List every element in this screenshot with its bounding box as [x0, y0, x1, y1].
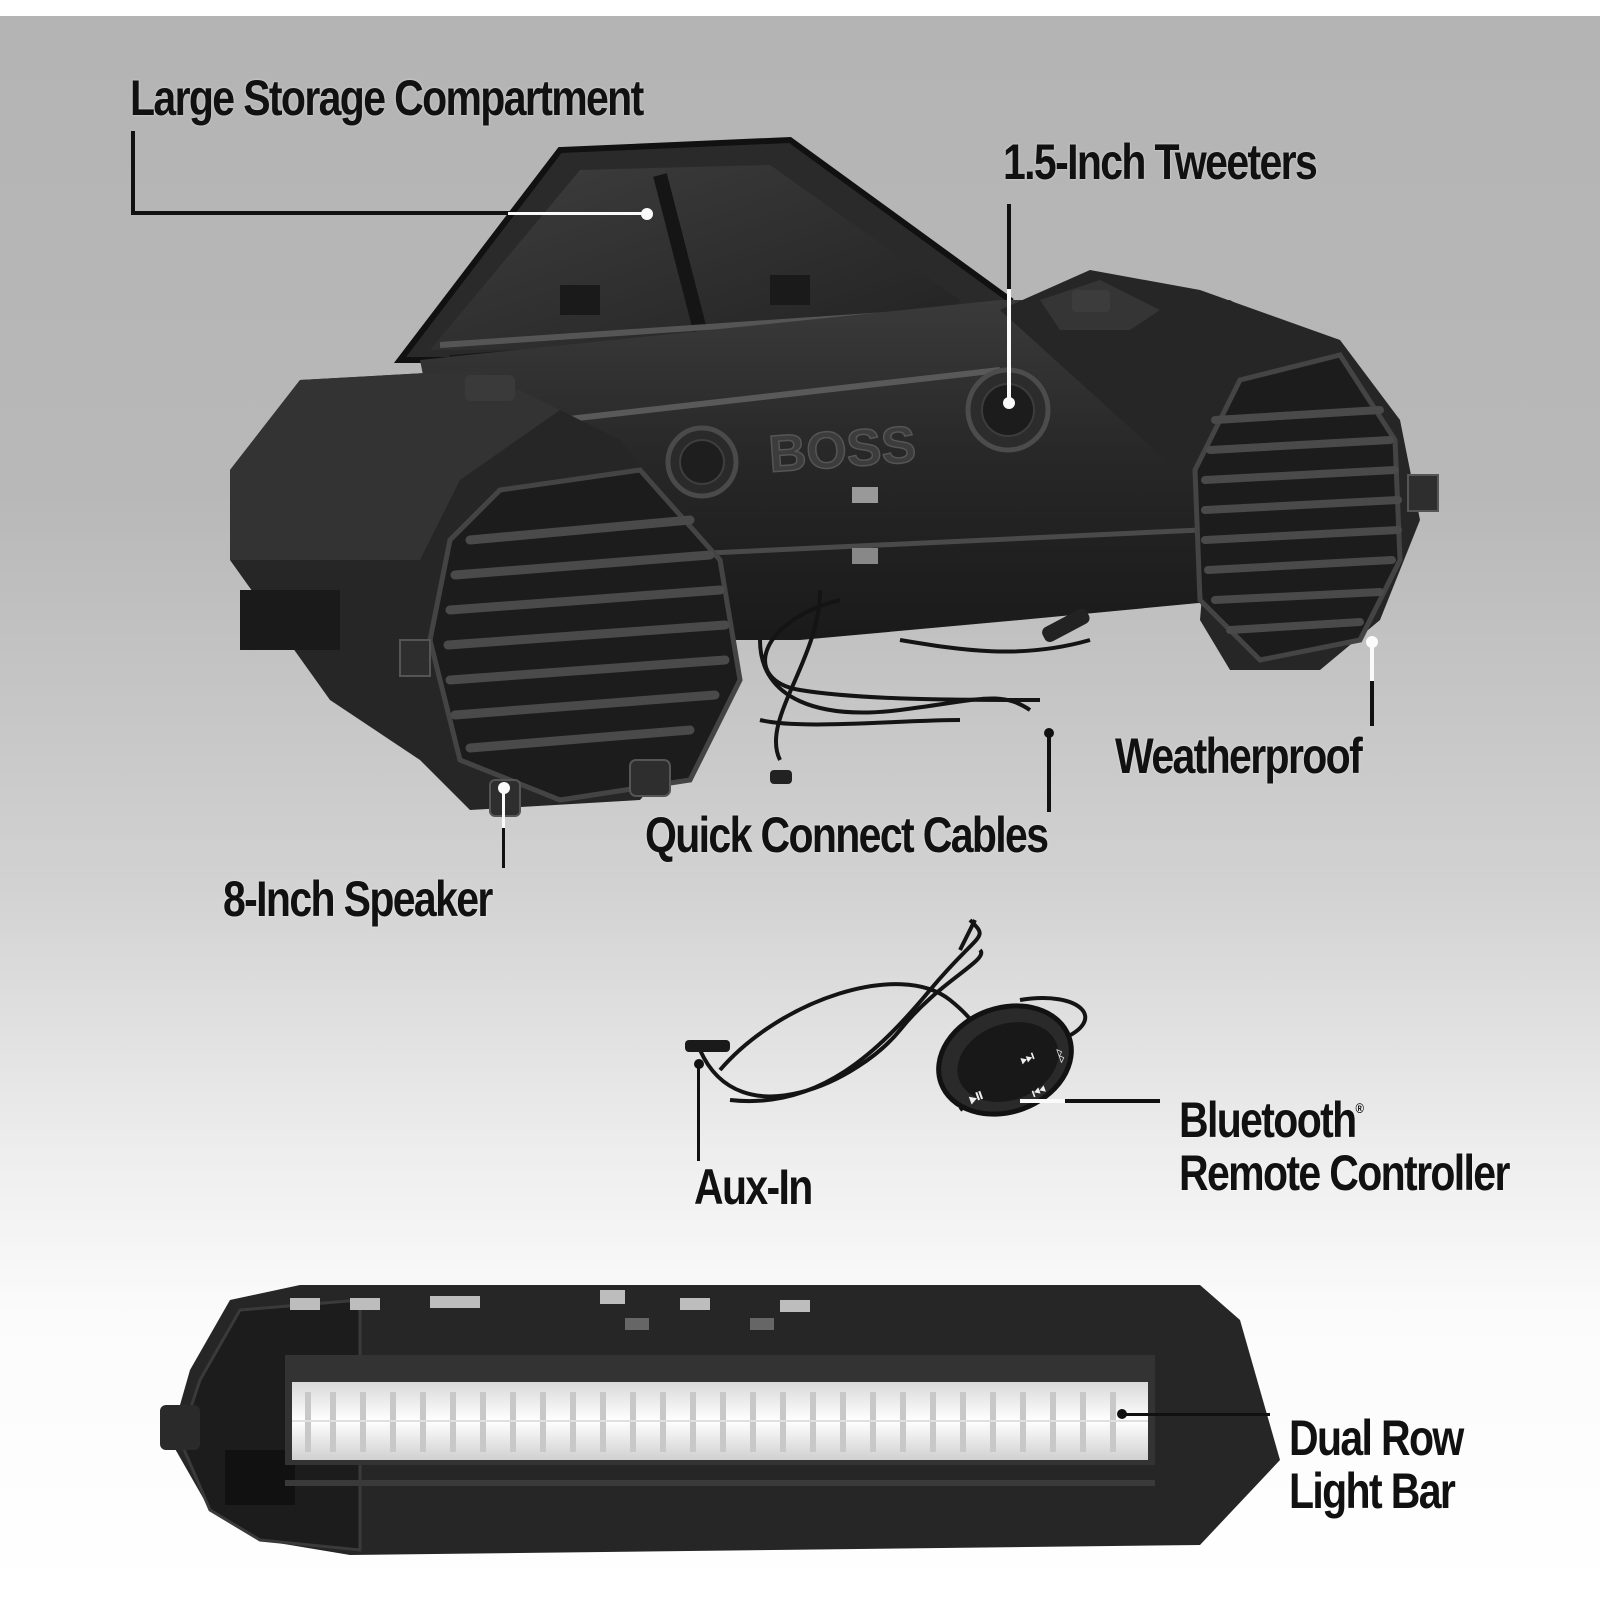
svg-text:BOSS: BOSS [767, 416, 918, 484]
callout-weatherproof-leader-line [1370, 681, 1374, 726]
callout-tweeters-leader-line [1007, 289, 1011, 401]
callout-lightbar-label: Dual Row Light Bar [1289, 1410, 1464, 1519]
callout-aux-leader-line [697, 1066, 700, 1161]
callout-remote-label-line2: Remote Controller [1179, 1144, 1510, 1201]
callout-lightbar-leader-line [1125, 1413, 1270, 1416]
callout-weatherproof-leader-line [1370, 641, 1374, 681]
callout-lightbar-anchor-dot [1117, 1409, 1127, 1419]
callout-remote-label: Bluetooth® Remote Controller [1179, 1092, 1510, 1201]
callout-lightbar-label-line1: Dual Row [1289, 1410, 1464, 1466]
callout-aux-anchor-dot [694, 1059, 704, 1069]
callout-speaker-label: 8-Inch Speaker [223, 871, 493, 927]
callout-lightbar-label-line2: Light Bar [1289, 1462, 1456, 1519]
callout-cables-anchor-dot [1044, 728, 1054, 738]
callout-storage-label: Large Storage Compartment [130, 70, 644, 126]
callout-storage-leader-line [131, 211, 511, 215]
callout-storage-leader-line [508, 212, 648, 215]
callout-storage-anchor-dot [641, 208, 653, 220]
callout-tweeters-leader-line [1007, 204, 1011, 289]
callout-weatherproof-label: Weatherproof [1115, 728, 1363, 784]
trademark-symbol: ® [1355, 1100, 1364, 1117]
callout-tweeters-anchor-dot [1003, 397, 1015, 409]
callout-speaker-leader-line [502, 788, 505, 828]
bluetooth-remote-illustration [685, 918, 1088, 1117]
callout-cables-label: Quick Connect Cables [645, 807, 1049, 863]
callout-speaker-leader-line [502, 828, 505, 868]
callout-remote-leader-line [1020, 1099, 1065, 1103]
callout-remote-leader-line [1065, 1099, 1160, 1103]
product-feature-canvas: BOSS [0, 16, 1600, 1600]
callout-storage-leader-line [131, 131, 135, 215]
callout-aux-label: Aux-In [694, 1159, 813, 1215]
callout-cables-leader-line [1047, 734, 1051, 812]
callout-tweeters-label: 1.5-Inch Tweeters [1003, 134, 1318, 190]
light-bar-illustration [160, 1285, 1280, 1555]
callout-weatherproof-anchor-dot [1366, 636, 1378, 648]
callout-remote-label-line1: Bluetooth [1179, 1092, 1357, 1148]
speaker-system-illustration: BOSS [160, 136, 1439, 1555]
